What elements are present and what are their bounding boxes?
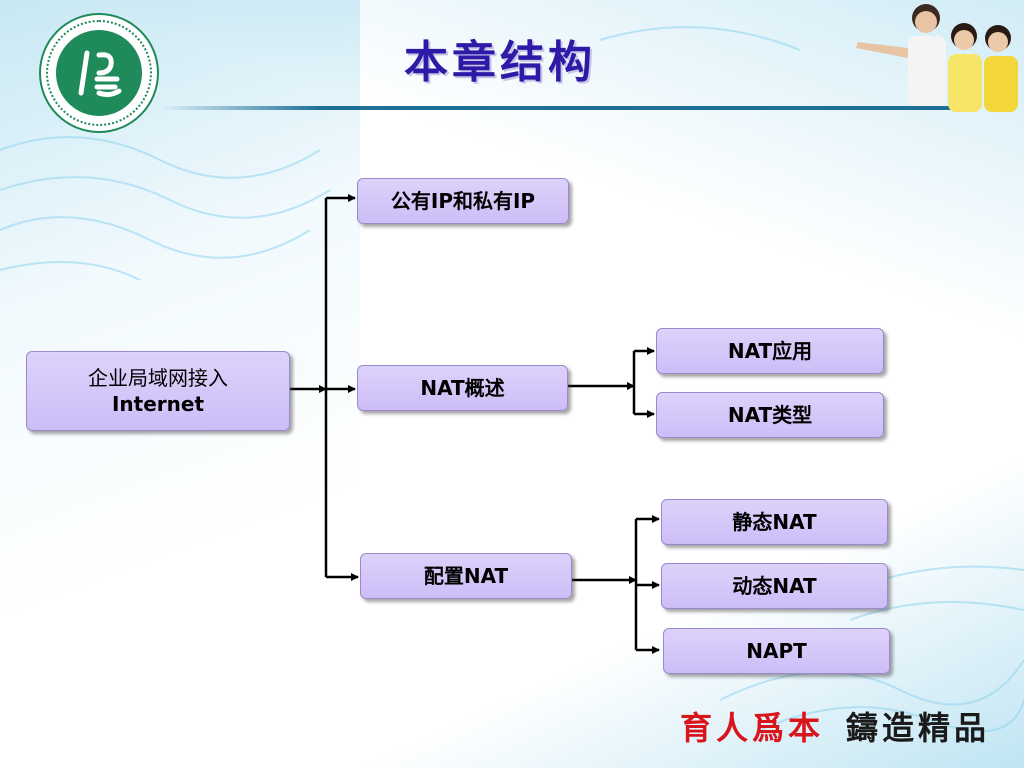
slide-title: 本章结构 bbox=[404, 37, 596, 88]
footer-slogan: 育人爲本 鑄造精品 bbox=[680, 702, 1020, 750]
slogan-dark-text: 鑄造精品 bbox=[846, 709, 991, 747]
node-nat-overview: NAT概述 bbox=[357, 365, 568, 411]
node-root: 企业局域网接入 Internet bbox=[26, 351, 290, 431]
students-photo bbox=[856, 4, 1018, 112]
node-nat-application-label: NAT应用 bbox=[727, 339, 813, 363]
node-napt: NAPT bbox=[663, 628, 890, 674]
title-underline-bar bbox=[160, 106, 960, 110]
node-public-private-ip: 公有IP和私有IP bbox=[357, 178, 569, 224]
node-config-nat: 配置NAT bbox=[360, 553, 572, 599]
node-root-line1: 企业局域网接入 bbox=[88, 366, 228, 390]
logo-emblem-icon bbox=[56, 30, 142, 116]
node-static-nat: 静态NAT bbox=[661, 499, 888, 545]
school-logo bbox=[44, 18, 154, 128]
node-nat-application: NAT应用 bbox=[656, 328, 884, 374]
node-root-line2: Internet bbox=[111, 392, 205, 416]
logo-ring bbox=[46, 20, 152, 126]
node-static-nat-label: 静态NAT bbox=[732, 510, 817, 534]
node-dynamic-nat-label: 动态NAT bbox=[732, 574, 817, 598]
node-config-nat-label: 配置NAT bbox=[423, 564, 509, 588]
slogan-red-text: 育人爲本 bbox=[680, 709, 825, 747]
node-nat-types-label: NAT类型 bbox=[727, 403, 813, 427]
node-napt-label: NAPT bbox=[746, 639, 807, 663]
node-dynamic-nat: 动态NAT bbox=[661, 563, 888, 609]
node-nat-overview-label: NAT概述 bbox=[420, 376, 505, 400]
node-public-private-ip-label: 公有IP和私有IP bbox=[390, 189, 536, 213]
node-nat-types: NAT类型 bbox=[656, 392, 884, 438]
